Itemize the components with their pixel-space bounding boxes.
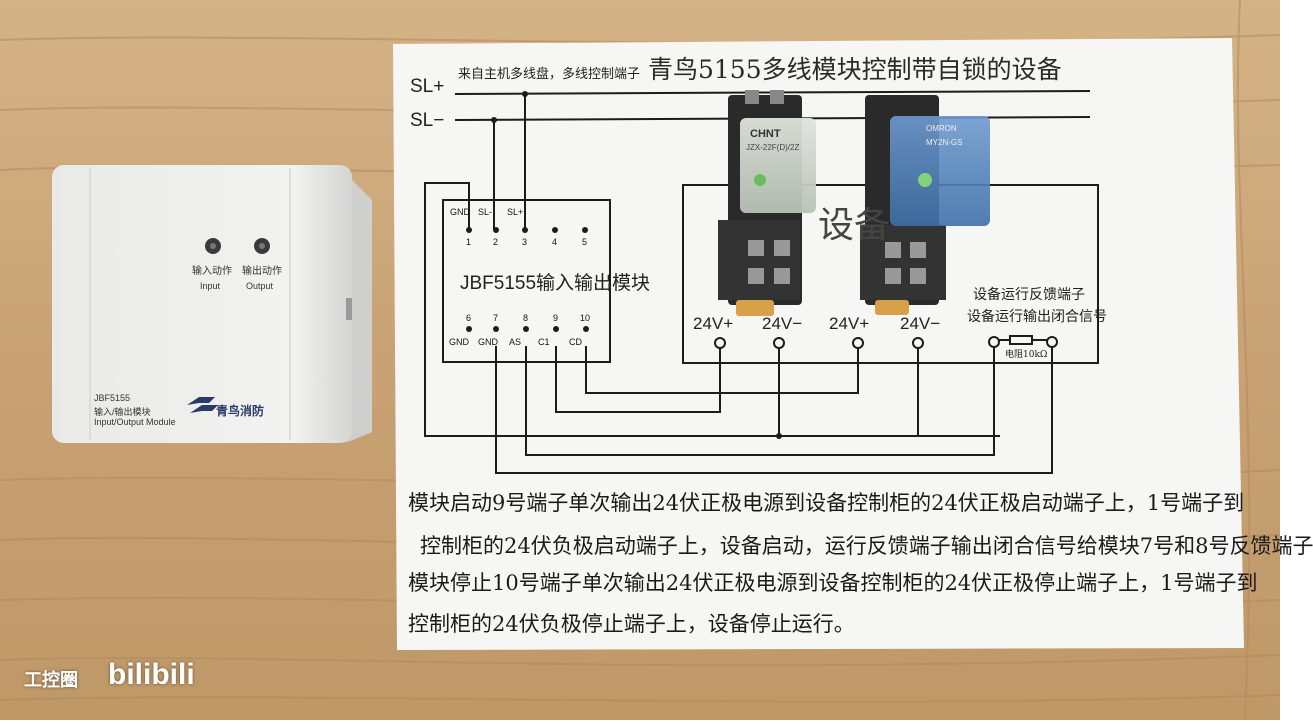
cabinet-label: 设备 [818,205,891,246]
pin-6-num: 6 [466,313,472,323]
led-input-label: 输入动作 [192,266,232,277]
paper-sheet [393,38,1244,650]
pin-7-name: GND [478,337,498,347]
module-brand: 青鸟消防 [216,404,265,418]
stop-24v-plus: 24V+ [829,314,870,333]
wiring [424,90,1099,474]
pin-2-num: 2 [493,237,499,247]
led-input-en: Input [200,281,221,291]
module-pin-dots [466,227,589,332]
diagram-title: 青鸟5155多线模块控制带自锁的设备 [648,55,1062,84]
description-line-1: 模块启动9号端子单次输出24伏正极电源到设备控制柜的24伏正极启动端子上，1号端… [408,491,1245,515]
pin-3-num: 3 [522,237,528,247]
sl-plus-label: SL+ [410,76,445,97]
feedback-label-2: 设备运行输出闭合信号 [967,309,1107,325]
module-name-en: Input/Output Module [94,417,176,427]
relay-2-brand: OMRON [926,124,957,133]
pin-6-name: GND [449,337,469,347]
start-24v-plus: 24V+ [693,314,734,333]
pin-2-name: SL- [478,207,493,217]
pin-7-num: 7 [493,313,499,323]
relay-chnt [718,90,816,316]
terminals [714,336,1058,349]
relay-1-model: JZX-22F(D)/2Z [746,143,800,152]
relay-2-model: MY2N-GS [926,138,963,147]
resistor-label: 电阻10kΩ [1005,350,1048,360]
source-note: 来自主机多线盘，多线控制端子 [458,67,641,82]
description-line-4: 控制柜的24伏负极停止端子上，设备停止运行。 [408,612,855,636]
description-line-2: 控制柜的24伏负极启动端子上，设备启动，运行反馈端子输出闭合信号给模块7号和8号… [420,534,1313,558]
sl-minus-label: SL− [410,110,445,131]
pin-3-name: SL+ [507,207,524,217]
pin-8-name: AS [509,337,522,347]
relay-omron [860,95,990,315]
module-name-label: JBF5155输入输出模块 [460,273,651,294]
scene-svg [0,0,1281,721]
relay-1-brand: CHNT [750,128,781,140]
pin-9-num: 9 [553,313,559,323]
pin-5-num: 5 [582,237,588,247]
watermark-channel: 工控圈 [24,670,78,691]
pin-1-num: 1 [466,237,472,247]
feedback-label-1: 设备运行反馈端子 [973,287,1085,303]
module-model: JBF5155 [94,393,131,403]
stop-24v-minus: 24V− [900,314,941,333]
pin-8-num: 8 [523,313,529,323]
junction-dots [491,91,782,439]
pin-9-name: C1 [538,337,550,347]
pin-1-name: GND [450,207,470,217]
pin-4-num: 4 [552,237,558,247]
jbf5155-module-device [52,165,372,443]
description-line-3: 模块停止10号端子单次输出24伏正极电源到设备控制柜的24伏正极停止端子上，1号… [408,571,1258,595]
led-output-label: 输出动作 [242,266,282,277]
pin-10-num: 10 [580,313,591,323]
start-24v-minus: 24V− [762,314,803,333]
watermark-platform: bilibili [108,658,195,691]
module-name-cn: 输入/输出模块 [94,407,151,417]
led-output-en: Output [246,281,274,291]
pin-10-name: CD [569,337,582,347]
